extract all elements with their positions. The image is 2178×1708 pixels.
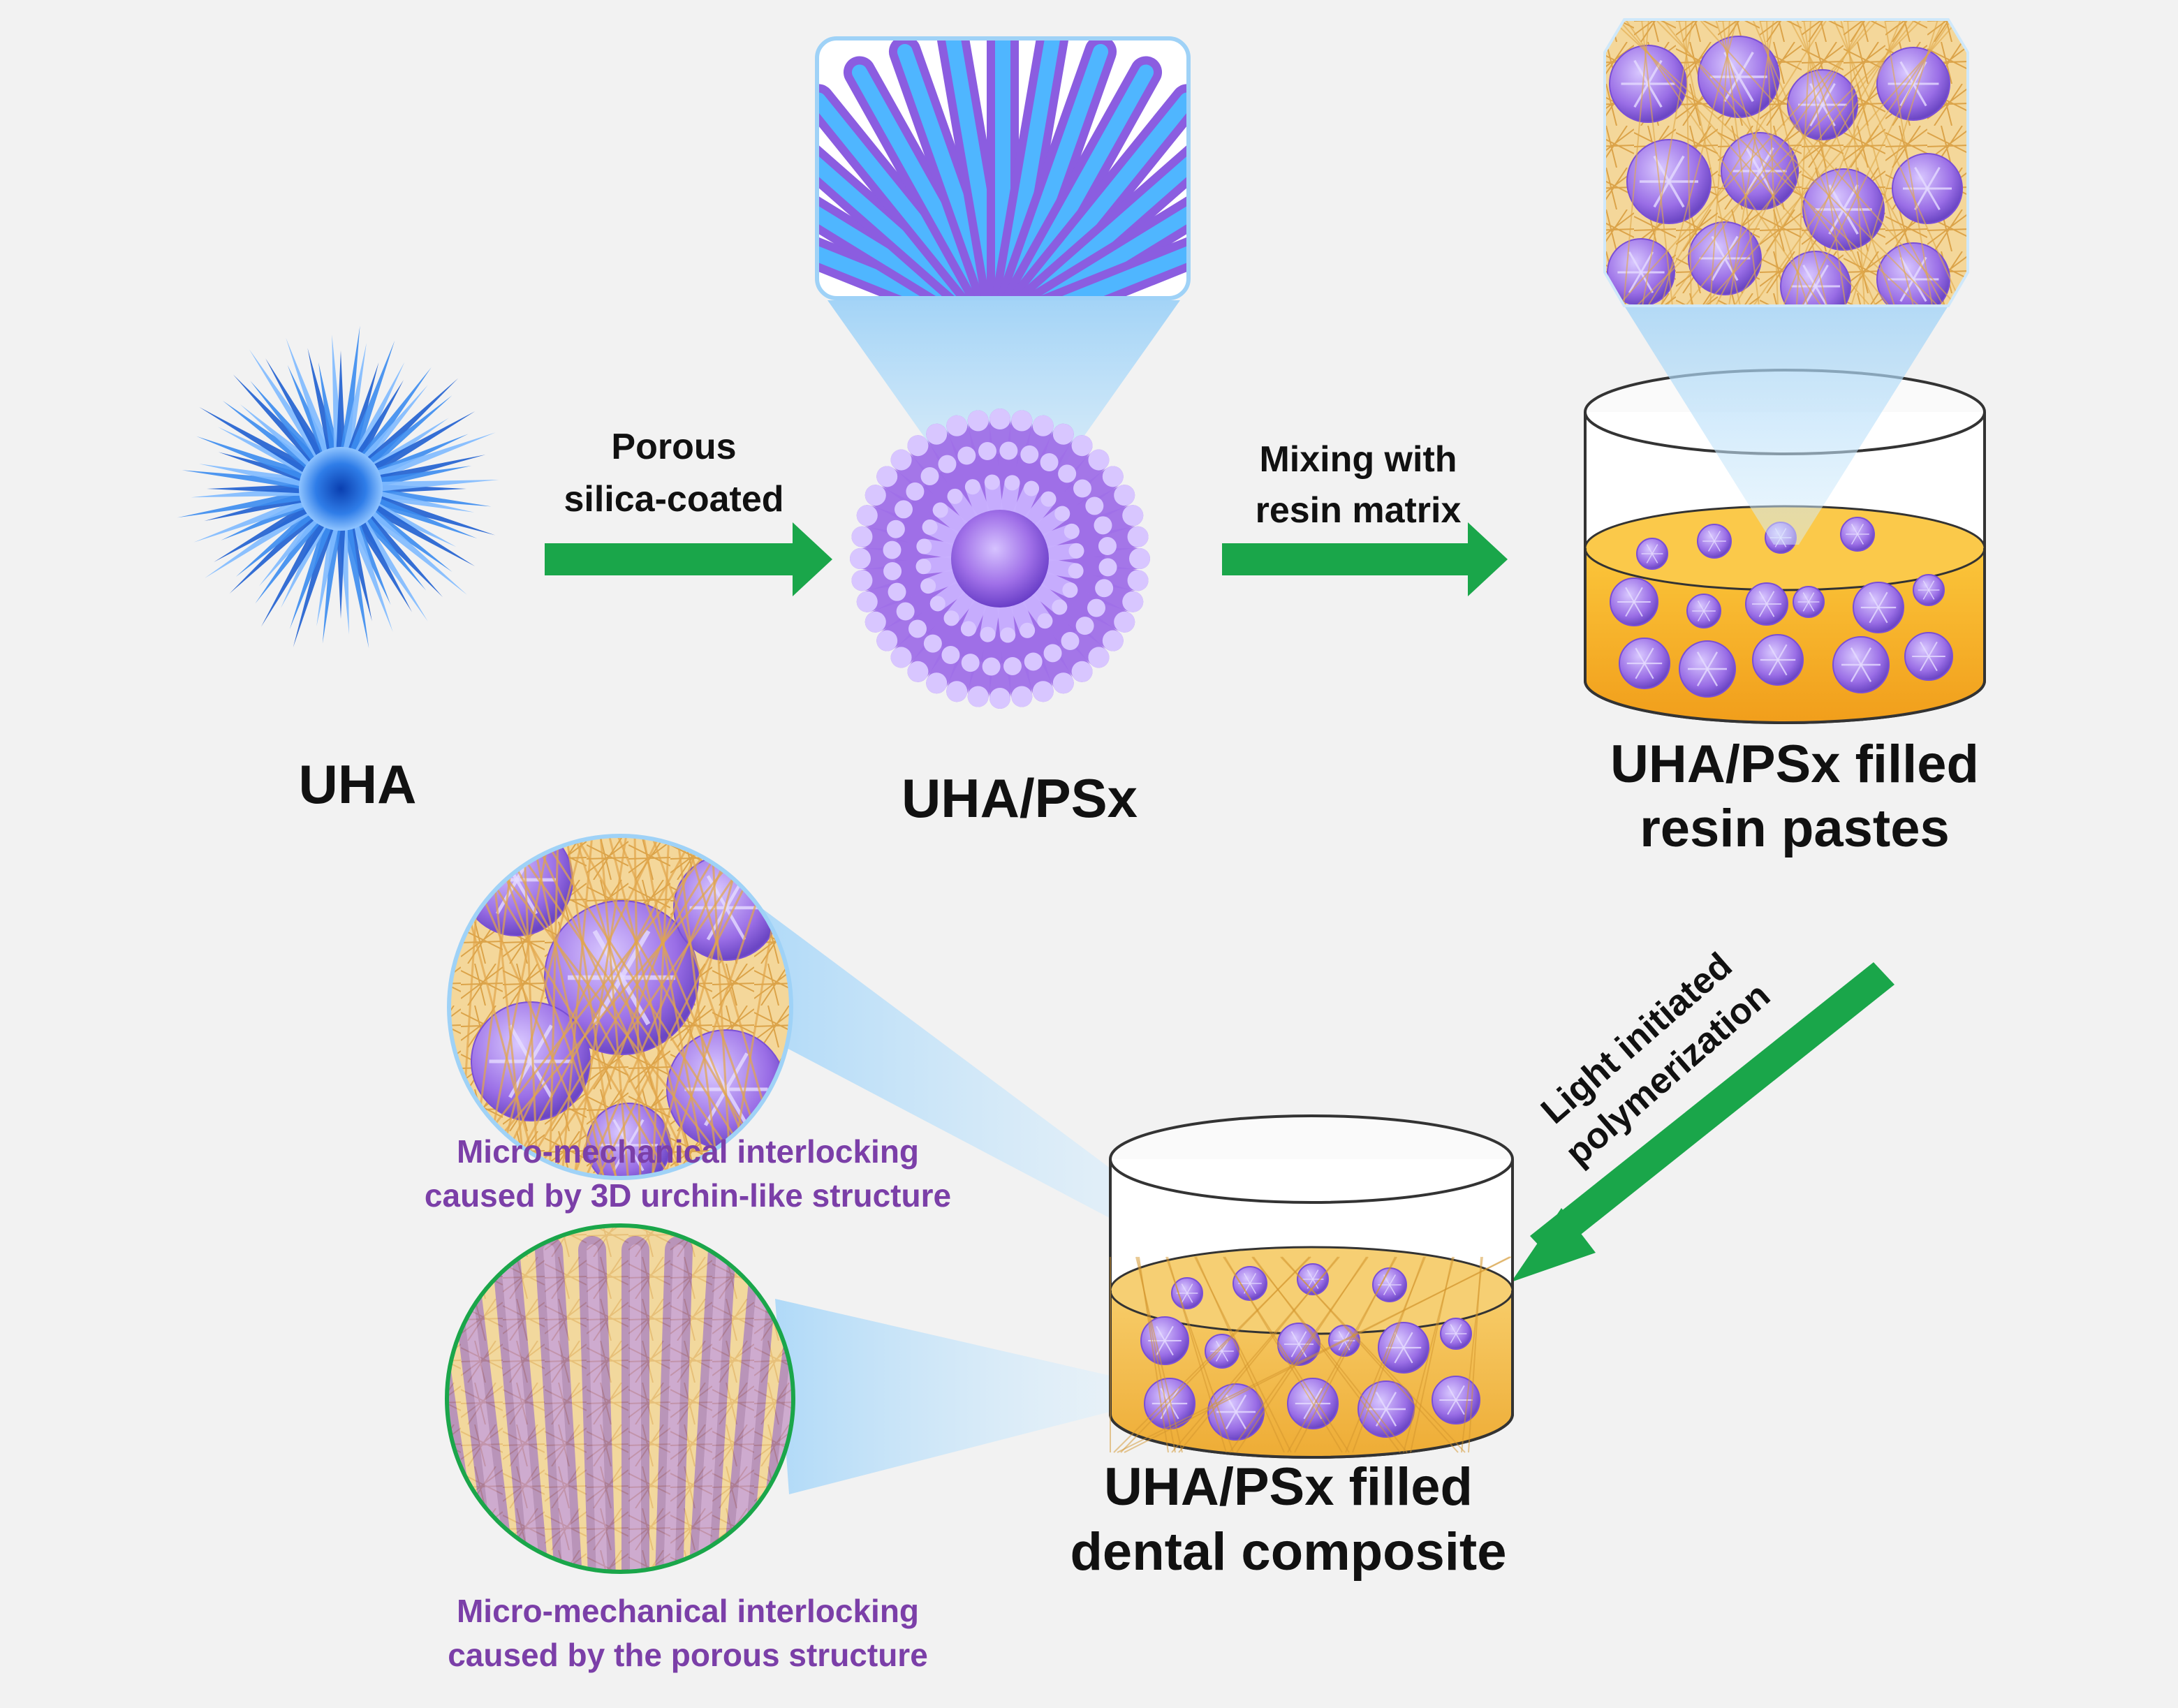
resin-closeup-inset bbox=[1605, 20, 1968, 306]
resin-closeup-frame bbox=[1603, 18, 1969, 307]
composite-label-line2: dental composite bbox=[1070, 1522, 1507, 1582]
arrow1-label-line1: Porous bbox=[611, 427, 736, 467]
spike-closeup-inset bbox=[817, 38, 1189, 298]
arrow-mixing-with-resin bbox=[1222, 522, 1508, 596]
dental-composite-beaker bbox=[1109, 1114, 1514, 1459]
composite-label-line1: UHA/PSx filled bbox=[1104, 1457, 1473, 1517]
pastes-label-line1: UHA/PSx filled bbox=[1610, 735, 1979, 794]
magnifier-beam-circle2 bbox=[775, 1299, 1156, 1494]
caption1-line2: caused by 3D urchin-like structure bbox=[425, 1177, 951, 1214]
magnifier-beam-right bbox=[1624, 306, 1948, 545]
arrow1-label-line2: silica-coated bbox=[564, 479, 783, 520]
caption1-line1: Micro-mechanical interlocking bbox=[457, 1133, 919, 1170]
uha-label: UHA bbox=[299, 753, 417, 815]
arrow2-label-line1: Mixing with bbox=[1259, 439, 1457, 480]
uha-urchin-illustration bbox=[177, 325, 499, 649]
closeup-circle-urchin-interlocking bbox=[447, 834, 793, 1180]
uha-psx-urchin-illustration bbox=[850, 408, 1150, 709]
caption2-line2: caused by the porous structure bbox=[448, 1637, 928, 1673]
arrow-light-polymerization bbox=[1511, 962, 1894, 1282]
uha-psx-label: UHA/PSx bbox=[902, 767, 1138, 829]
arrow2-label-line2: resin matrix bbox=[1256, 490, 1462, 531]
arrow-porous-silica-coating bbox=[545, 522, 832, 596]
spike-closeup-frame bbox=[815, 36, 1191, 300]
closeup-circle-porous-interlocking bbox=[445, 1223, 795, 1574]
caption2-line1: Micro-mechanical interlocking bbox=[457, 1593, 919, 1629]
pastes-label-line2: resin pastes bbox=[1640, 799, 1950, 858]
